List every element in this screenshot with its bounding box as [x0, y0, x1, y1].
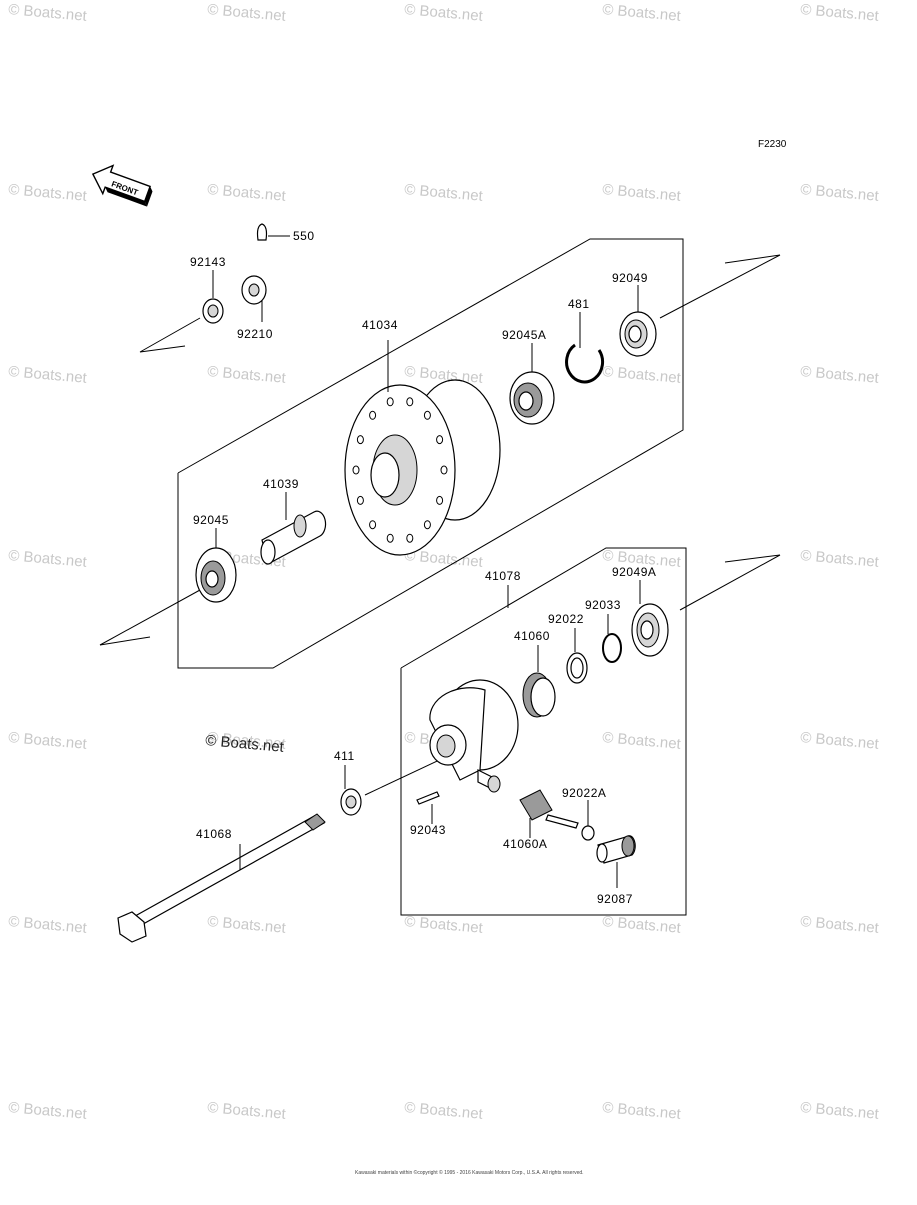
label-92033: 92033: [585, 598, 621, 612]
hub-41034: [344, 340, 501, 556]
gear-housing-41078: [429, 585, 519, 793]
disc-hole: [423, 410, 431, 420]
washer-92022A: [581, 800, 595, 841]
washer-92022: [566, 628, 588, 684]
watermark-text: © Boats.net: [800, 363, 881, 387]
watermark-text: © Boats.net: [602, 1099, 683, 1123]
circlip-481: [565, 312, 604, 384]
gear-housing-bracket: [400, 547, 687, 916]
watermark-text: © Boats.net: [8, 729, 89, 753]
gear-41060: [522, 645, 556, 718]
label-481: 481: [568, 297, 590, 311]
watermark-text: © Boats.net: [800, 1, 881, 25]
watermark-text: © Boats.net: [8, 363, 89, 387]
watermark-text: © Boats.net: [207, 1099, 288, 1123]
cotter-pin-550: [256, 223, 290, 241]
label-41034: 41034: [362, 318, 398, 332]
watermark-text: © Boats.net: [602, 181, 683, 205]
watermark-text: © Boats.net: [207, 1, 288, 25]
washer-411: [340, 765, 362, 816]
watermark-text: © Boats.net: [404, 913, 485, 937]
watermark-text: © Boats.net: [800, 1099, 881, 1123]
watermark-text: © Boats.net: [404, 547, 485, 571]
pin-92043: [416, 791, 440, 824]
label-41068: 41068: [196, 827, 232, 841]
watermark-text: © Boats.net: [207, 363, 288, 387]
watermark-text: © Boats.net: [800, 547, 881, 571]
label-41039: 41039: [263, 477, 299, 491]
pinion-41060A: [519, 789, 579, 838]
disc-hole: [356, 435, 364, 445]
diagram-code: F2230: [758, 139, 787, 150]
label-92049: 92049: [612, 271, 648, 285]
label-92143: 92143: [190, 255, 226, 269]
watermark-text: © Boats.net: [207, 181, 288, 205]
nut-92210: [241, 275, 267, 322]
oil-seal-92049: [619, 285, 657, 357]
copyright-text: Kawasaki materials within ©copyright © 1…: [355, 1169, 584, 1176]
disc-hole: [423, 520, 431, 530]
watermark-text: © Boats.net: [8, 913, 89, 937]
watermark-text: © Boats.net: [8, 1, 89, 25]
watermark-text: © Boats.net: [602, 729, 683, 753]
disc-hole: [386, 397, 394, 407]
watermark-text: © Boats.net: [800, 913, 881, 937]
oil-seal-92049A: [631, 580, 669, 657]
label-92049A: 92049A: [612, 565, 656, 579]
label-41078: 41078: [485, 569, 521, 583]
disc-hole: [406, 397, 414, 407]
label-411: 411: [334, 749, 355, 763]
center-watermark: © Boats.net: [205, 732, 286, 756]
collar-92143: [202, 270, 224, 324]
watermark-text: © Boats.net: [602, 1, 683, 25]
disc-hole: [440, 465, 448, 475]
watermark-text: © Boats.net: [207, 913, 288, 937]
label-92045A: 92045A: [502, 328, 546, 342]
watermark-text: © Boats.net: [602, 913, 683, 937]
label-92022A: 92022A: [562, 786, 606, 800]
label-92210: 92210: [237, 327, 273, 341]
front-arrow-icon: FRONT: [91, 164, 153, 207]
watermark-text: © Boats.net: [602, 547, 683, 571]
label-92087: 92087: [597, 892, 633, 906]
disc-hole: [406, 533, 414, 543]
label-41060A: 41060A: [503, 837, 547, 851]
watermark-text: © Boats.net: [207, 729, 288, 753]
bushing-92087: [596, 835, 636, 888]
collar-41039: [260, 492, 327, 565]
watermark-text: © Boats.net: [800, 181, 881, 205]
watermark-text: © Boats.net: [404, 181, 485, 205]
disc-hole: [386, 533, 394, 543]
disc-hole: [369, 410, 377, 420]
watermark-text: © Boats.net: [8, 181, 89, 205]
hub-assembly-bracket: [177, 238, 684, 669]
disc-hole: [436, 495, 444, 505]
watermarks: © Boats.net © Boats.net © Boats.net © Boats…: [8, 1, 881, 1123]
label-41060: 41060: [514, 629, 550, 643]
disc-hole: [369, 520, 377, 530]
watermark-text: © Boats.net: [602, 363, 683, 387]
watermark-text: © Boats.net: [8, 547, 89, 571]
label-550: 550: [293, 229, 315, 243]
watermark-text: © Boats.net: [800, 729, 881, 753]
part-labels: 550 92143 92210 41034 481 92049 92045A 4…: [190, 229, 656, 906]
bearing-92045: [195, 528, 237, 603]
label-92045: 92045: [193, 513, 229, 527]
bearing-92045A: [509, 343, 555, 425]
disc-hole: [352, 465, 360, 475]
snap-ring-92033: [602, 614, 622, 663]
axis-lines: [99, 254, 781, 796]
disc-hole: [436, 435, 444, 445]
watermark-text: © Boats.net: [404, 1099, 485, 1123]
axle-41068: [117, 813, 326, 943]
watermark-text: © Boats.net: [8, 1099, 89, 1123]
label-92043: 92043: [410, 823, 446, 837]
label-92022: 92022: [548, 612, 584, 626]
disc-hole: [356, 495, 364, 505]
watermark-text: © Boats.net: [404, 1, 485, 25]
